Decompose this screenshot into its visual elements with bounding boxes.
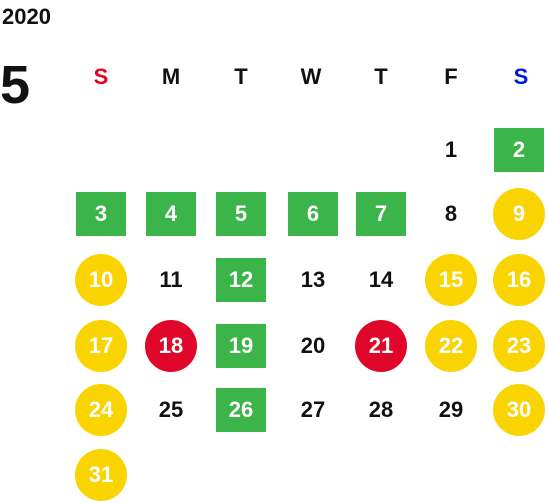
weekday-fri: F <box>444 64 458 89</box>
day-23[interactable]: 23 <box>493 320 545 372</box>
day-1[interactable]: 1 <box>444 137 458 162</box>
day-19[interactable]: 19 <box>216 324 266 368</box>
weekday-thu: T <box>374 64 388 89</box>
day-15[interactable]: 15 <box>425 254 477 306</box>
day-14[interactable]: 14 <box>368 267 394 292</box>
weekday-tue: T <box>234 64 248 89</box>
day-10[interactable]: 10 <box>75 254 127 306</box>
day-12[interactable]: 12 <box>216 258 266 302</box>
day-9[interactable]: 9 <box>493 188 545 240</box>
day-21[interactable]: 21 <box>355 320 407 372</box>
day-16[interactable]: 16 <box>493 254 545 306</box>
day-20[interactable]: 20 <box>300 333 326 358</box>
day-26[interactable]: 26 <box>216 388 266 432</box>
day-2[interactable]: 2 <box>494 128 544 172</box>
day-28[interactable]: 28 <box>368 397 394 422</box>
weekday-mon: M <box>161 64 181 89</box>
day-29[interactable]: 29 <box>438 397 464 422</box>
day-17[interactable]: 17 <box>75 320 127 372</box>
day-27[interactable]: 27 <box>300 397 326 422</box>
day-25[interactable]: 25 <box>158 397 184 422</box>
weekday-sun: S <box>93 64 109 89</box>
day-7[interactable]: 7 <box>356 192 406 236</box>
month-number: 5 <box>0 55 31 115</box>
day-3[interactable]: 3 <box>76 192 126 236</box>
day-13[interactable]: 13 <box>300 267 326 292</box>
day-31[interactable]: 31 <box>75 449 127 501</box>
day-5[interactable]: 5 <box>216 192 266 236</box>
day-18[interactable]: 18 <box>145 320 197 372</box>
weekday-wed: W <box>300 64 322 89</box>
day-30[interactable]: 30 <box>493 384 545 436</box>
year-label: 2020 <box>2 4 51 29</box>
day-8[interactable]: 8 <box>444 201 458 226</box>
day-22[interactable]: 22 <box>425 320 477 372</box>
day-4[interactable]: 4 <box>146 192 196 236</box>
day-11[interactable]: 11 <box>159 267 183 292</box>
weekday-sat: S <box>513 64 529 89</box>
day-24[interactable]: 24 <box>75 384 127 436</box>
day-6[interactable]: 6 <box>288 192 338 236</box>
